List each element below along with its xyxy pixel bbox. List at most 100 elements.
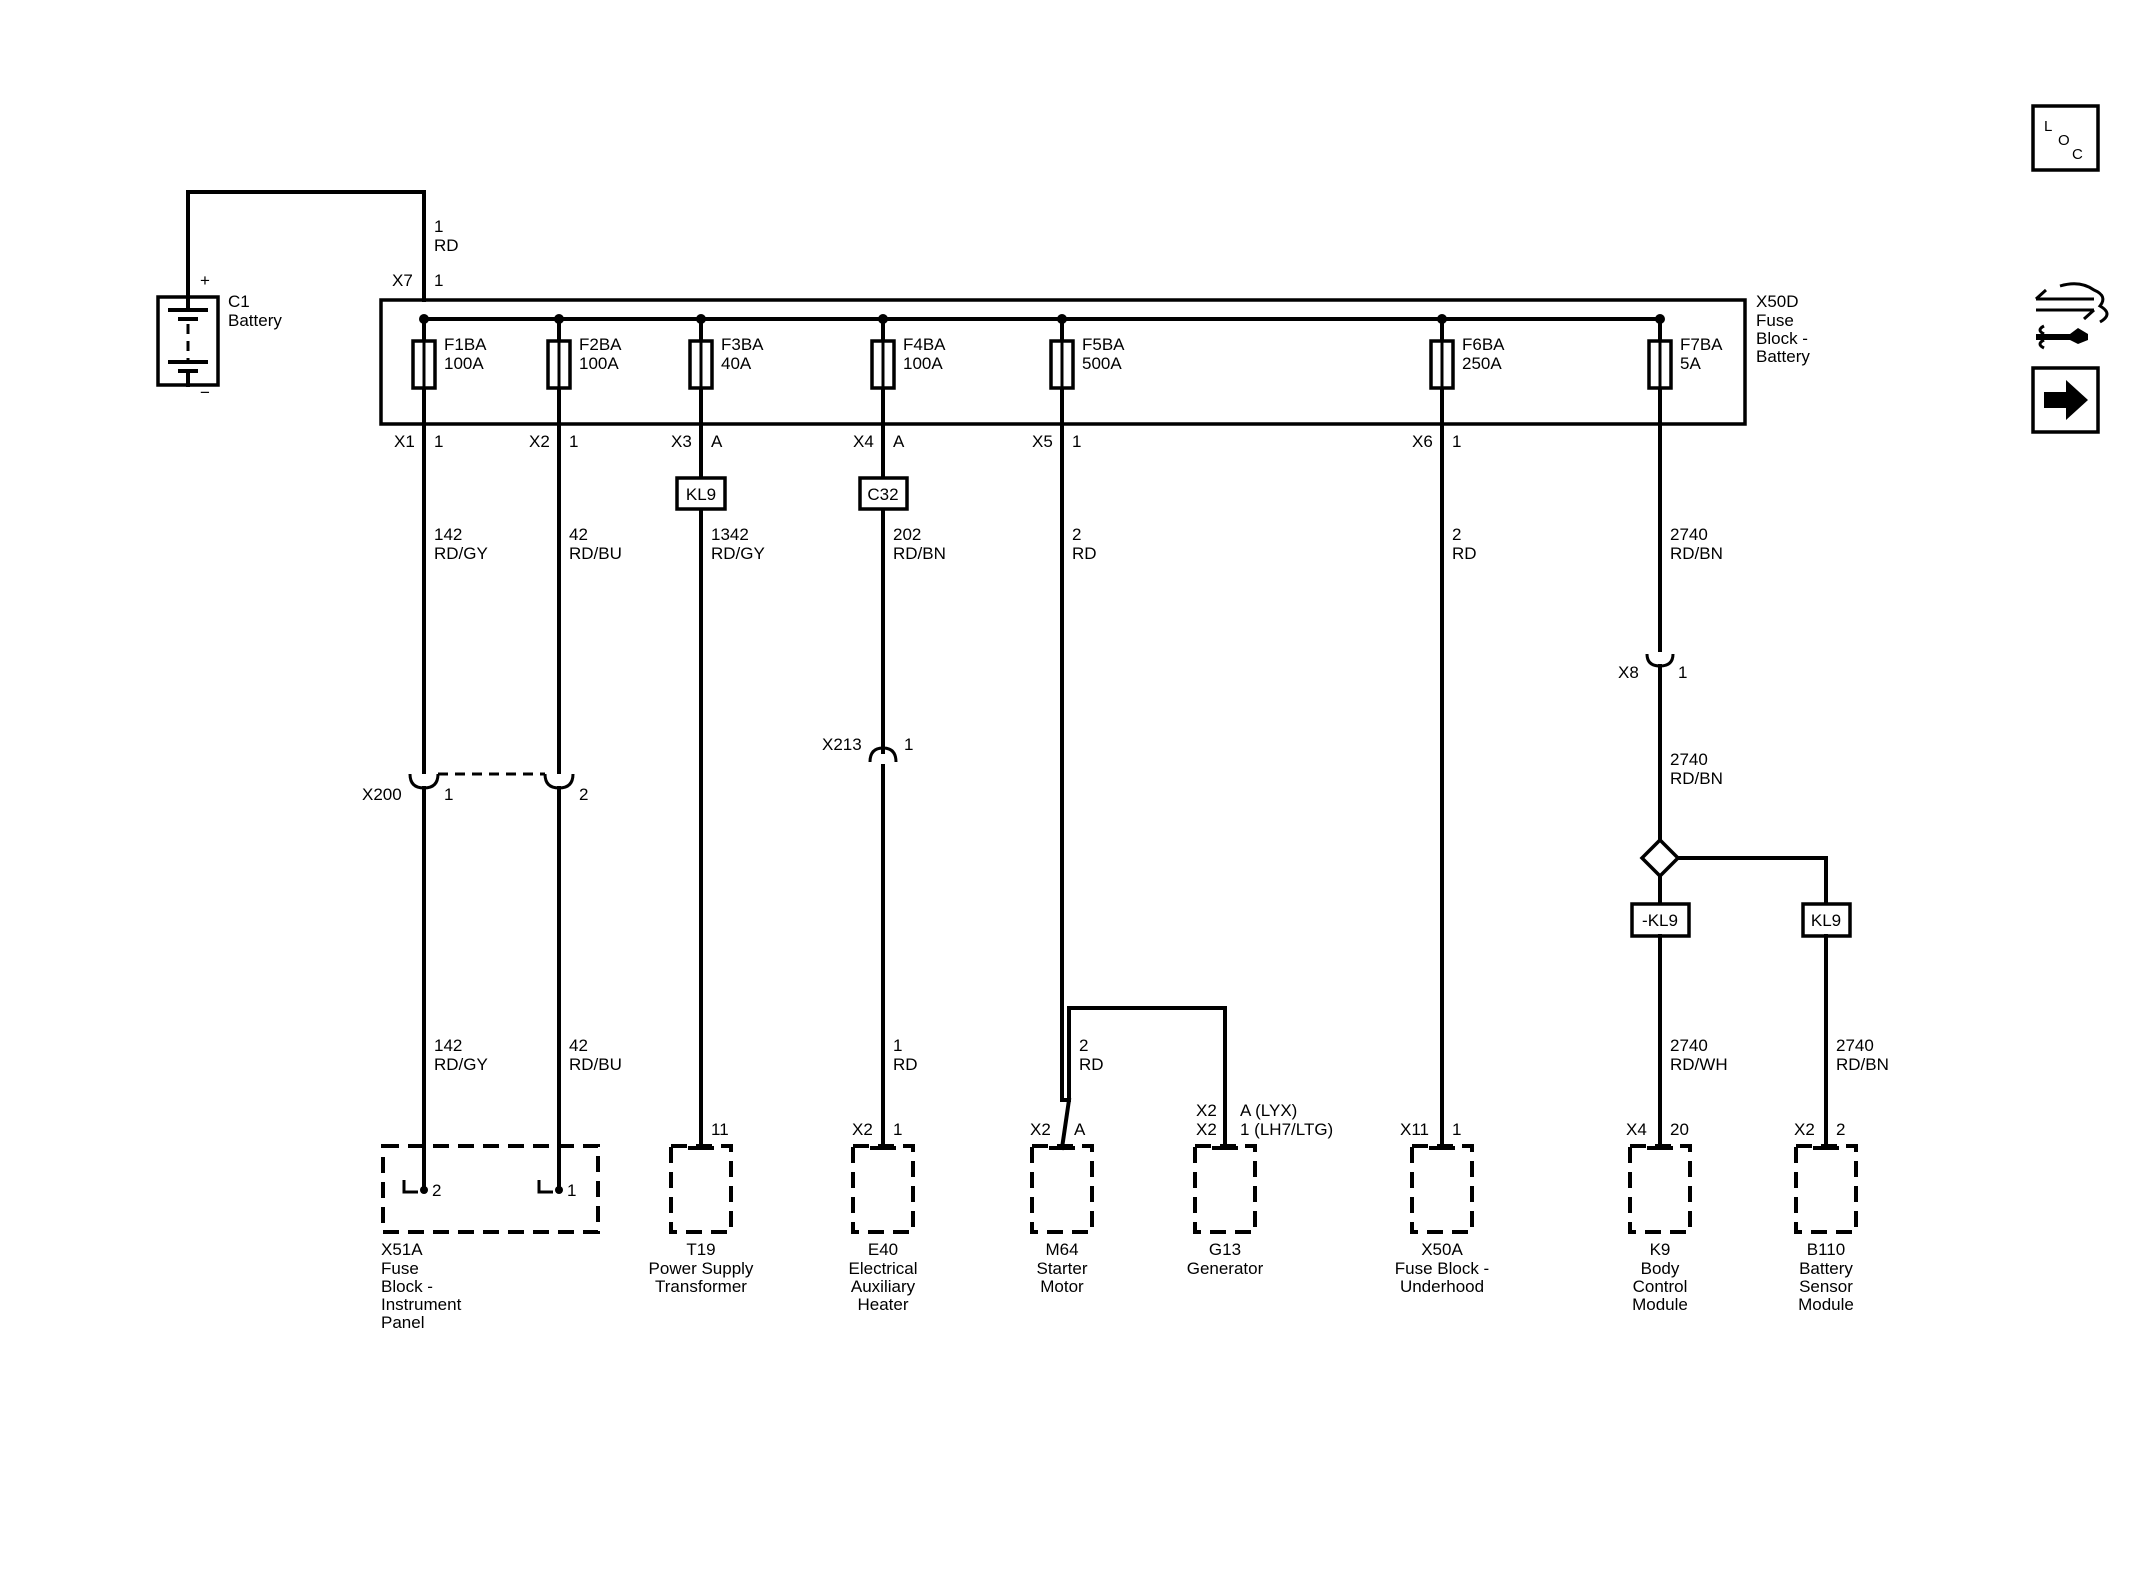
svg-text:C: C (2072, 146, 2083, 163)
component-g13: X2 A (LYX) X2 1 (LH7/LTG) G13 Generator (1187, 1101, 1333, 1278)
fuse-rating: 100A (444, 354, 484, 373)
fuse-block-name-3: Battery (1756, 347, 1810, 366)
fuse-out-pin: A (893, 432, 905, 451)
x51a-line-4: Instrument (381, 1295, 462, 1314)
k9-pin: 20 (1670, 1120, 1689, 1139)
wire-f7-upper-num: 2740 (1670, 525, 1708, 544)
b110-line-2: Battery (1799, 1259, 1853, 1278)
svg-text:KL9: KL9 (1811, 911, 1841, 930)
fuse-rating: 5A (1680, 354, 1701, 373)
component-k9: X4 20 K9 Body Control Module (1626, 1120, 1692, 1314)
tag-minus-kl9: -KL9 (1630, 902, 1691, 938)
x50a-line-2: Fuse Block - (1395, 1259, 1489, 1278)
wire-g13-branch-num: 2 (1079, 1036, 1088, 1055)
k9-line-3: Control (1633, 1277, 1688, 1296)
wire-f3-color: RD/GY (711, 544, 765, 563)
fuse-out-conn: X5 (1032, 432, 1053, 451)
fuse-name: F5BA (1082, 335, 1125, 354)
fuse-out-pin: 1 (569, 432, 578, 451)
location-button[interactable]: L O C (2031, 104, 2100, 172)
wire-k9-num: 2740 (1670, 1036, 1708, 1055)
component-x51a: 2 1 X51A Fuse Block - Instrument Panel (381, 1144, 600, 1332)
t19-line-1: T19 (686, 1240, 715, 1259)
svg-text:C32: C32 (867, 485, 898, 504)
fuse-rating: 250A (1462, 354, 1502, 373)
fuse-out-conn: X6 (1412, 432, 1433, 451)
wire-b110-color: RD/BN (1836, 1055, 1889, 1074)
fuse-out-pin: 1 (1072, 432, 1081, 451)
fuse-rating: 500A (1082, 354, 1122, 373)
wire-f2-lower-num: 42 (569, 1036, 588, 1055)
wire-f6-num: 2 (1452, 525, 1461, 544)
wire-f1-lower-color: RD/GY (434, 1055, 488, 1074)
t19-pin: 11 (711, 1120, 729, 1139)
wire-f5-color: RD (1072, 544, 1097, 563)
tag-c32: C32 (858, 476, 909, 511)
battery-name: Battery (228, 311, 282, 330)
next-page-button[interactable] (2031, 366, 2100, 434)
x200-pin2: 2 (579, 785, 588, 804)
battery-minus-label: − (200, 383, 210, 402)
x51a-line-1: X51A (381, 1240, 423, 1259)
fuse-rating: 40A (721, 354, 752, 373)
k9-conn: X4 (1626, 1120, 1647, 1139)
splice-diamond (1639, 837, 1681, 879)
x51a-line-5: Panel (381, 1313, 424, 1332)
connector-wrench-button[interactable] (2034, 282, 2109, 350)
wire-f7-mid-num: 2740 (1670, 750, 1708, 769)
fuse-name: F2BA (579, 335, 622, 354)
x50a-line-1: X50A (1421, 1240, 1463, 1259)
e40-line-1: E40 (868, 1240, 898, 1259)
wire-g13-branch-color: RD (1079, 1055, 1104, 1074)
wire-f3-num: 1342 (711, 525, 749, 544)
fuse-name: F7BA (1680, 335, 1723, 354)
wire-k9-color: RD/WH (1670, 1055, 1728, 1074)
battery-feed-wire (186, 190, 426, 302)
x200-pin1: 1 (444, 785, 453, 804)
wire-f2-upper-color: RD/BU (569, 544, 622, 563)
component-m64: X2 A M64 Starter Motor (1030, 1120, 1094, 1296)
e40-conn: X2 (852, 1120, 873, 1139)
fuse-name: F1BA (444, 335, 487, 354)
fuse-out-conn: X3 (671, 432, 692, 451)
next-arrow-icon (2044, 380, 2088, 420)
x8-ref: X8 (1618, 663, 1639, 682)
g13-conn2: X2 (1196, 1120, 1217, 1139)
wire-f4-upper-color: RD/BN (893, 544, 946, 563)
g13-pin1: A (LYX) (1240, 1101, 1297, 1120)
k9-line-1: K9 (1650, 1240, 1671, 1259)
x50a-conn: X11 (1400, 1120, 1429, 1139)
wire-splice-to-b110 (1676, 856, 1828, 906)
connector-x213: X213 1 (822, 735, 913, 782)
b110-conn: X2 (1794, 1120, 1815, 1139)
x8-pin: 1 (1678, 663, 1687, 682)
m64-line-1: M64 (1045, 1240, 1078, 1259)
e40-line-3: Auxiliary (851, 1277, 916, 1296)
b110-line-1: B110 (1807, 1240, 1845, 1259)
component-b110: X2 2 B110 Battery Sensor Module (1794, 1120, 1858, 1314)
battery-wire-pin: 1 (434, 271, 443, 290)
x213-pin: 1 (904, 735, 913, 754)
battery-ref: C1 (228, 292, 250, 311)
fuse-name: F6BA (1462, 335, 1505, 354)
x213-ref: X213 (822, 735, 862, 754)
svg-text:-KL9: -KL9 (1642, 911, 1678, 930)
x50a-line-3: Underhood (1400, 1277, 1484, 1296)
wire-g13-branch (1060, 1006, 1227, 1150)
fuse-out-conn: X2 (529, 432, 550, 451)
x51a-line-3: Block - (381, 1277, 433, 1296)
component-x50a: X11 1 X50A Fuse Block - Underhood (1395, 1120, 1489, 1296)
b110-line-3: Sensor (1799, 1277, 1853, 1296)
connector-wrench-icon (2034, 282, 2109, 350)
fuse-rating: 100A (579, 354, 619, 373)
k9-line-2: Body (1641, 1259, 1680, 1278)
b110-line-4: Module (1798, 1295, 1854, 1314)
battery-plus-label: + (200, 271, 210, 290)
fuse-out-pin: A (711, 432, 723, 451)
